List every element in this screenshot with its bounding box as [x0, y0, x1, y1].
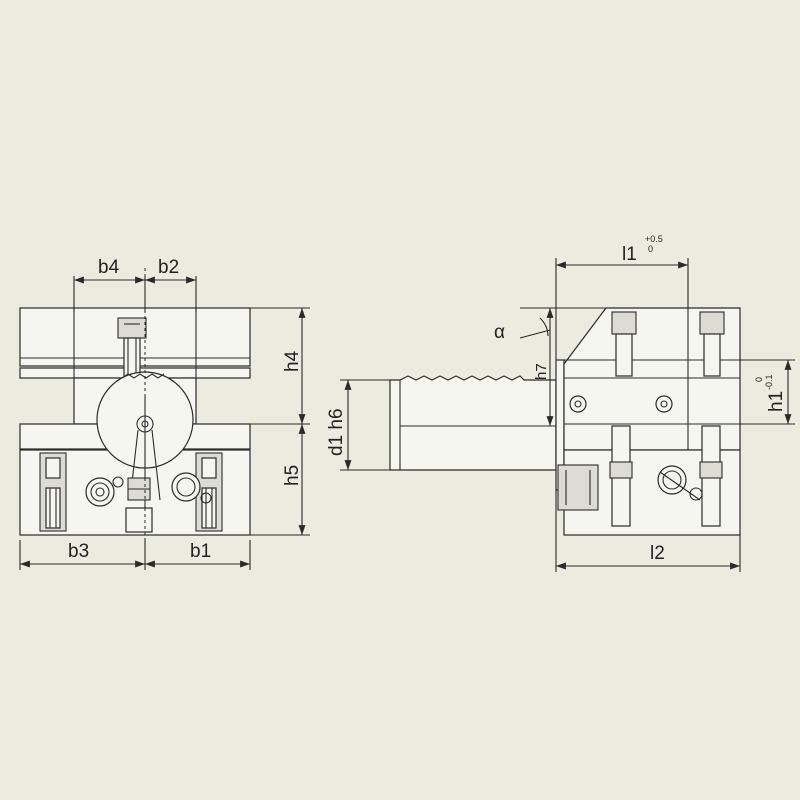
right-adjust-screw — [171, 472, 201, 502]
label-h4: h4 — [282, 350, 303, 372]
side-bolt-2 — [699, 311, 725, 335]
label-h1-tol-upper: 0 — [754, 377, 764, 382]
label-l1: l1 — [622, 244, 637, 265]
label-h1: h1 — [766, 391, 787, 412]
label-b3: b3 — [68, 541, 89, 562]
label-l1-tol-upper: +0.5 — [645, 234, 663, 244]
label-l2: l2 — [650, 543, 665, 564]
side-view-dimensions: l1 +0.5 0 l2 d1 h6 h7 α h1 0 -0.1 — [326, 234, 795, 572]
label-h1-tol-lower: -0.1 — [764, 374, 774, 390]
side-hole-1 — [569, 395, 587, 413]
label-alpha: α — [494, 322, 505, 343]
top-screw-head — [117, 317, 147, 339]
side-hole-2 — [655, 395, 673, 413]
label-d1-h6: d1 h6 — [326, 408, 347, 456]
side-bolt-1 — [611, 311, 637, 335]
left-adjust-screw — [85, 477, 115, 507]
label-b2: b2 — [158, 257, 179, 278]
shank — [389, 375, 557, 471]
label-b4: b4 — [98, 257, 120, 278]
label-l1-tol-lower: 0 — [648, 244, 653, 254]
side-main-body — [563, 307, 741, 451]
label-h5: h5 — [282, 465, 303, 486]
front-view-dimensions: b4 b2 b3 b1 h4 h5 — [19, 257, 310, 570]
side-view — [389, 307, 741, 536]
front-view — [19, 268, 251, 560]
label-h7: h7 — [533, 363, 550, 380]
side-knob — [557, 464, 599, 511]
label-b1: b1 — [190, 541, 211, 562]
